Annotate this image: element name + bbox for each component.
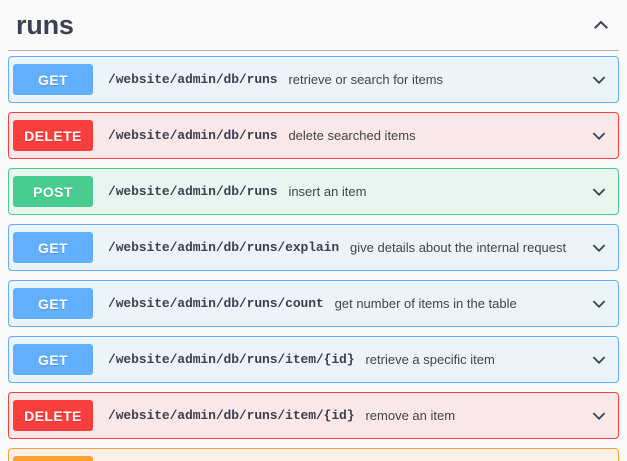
endpoint-description: get number of items in the table bbox=[334, 296, 517, 311]
endpoint-path: /website/admin/db/runs bbox=[108, 184, 278, 199]
endpoint-description: give details about the internal request bbox=[350, 240, 567, 255]
http-method-badge: GET bbox=[13, 344, 93, 375]
http-method-badge: GET bbox=[13, 64, 93, 95]
endpoint-path: /website/admin/db/runs/count bbox=[108, 296, 324, 311]
chevron-down-icon[interactable] bbox=[588, 69, 610, 91]
tag-header-runs[interactable]: runs bbox=[8, 0, 619, 51]
operation-row-get-4[interactable]: GET /website/admin/db/runs/count get num… bbox=[8, 280, 619, 327]
operation-row-delete-1[interactable]: DELETE /website/admin/db/runs delete sea… bbox=[8, 112, 619, 159]
endpoint-description: retrieve a specific item bbox=[365, 352, 495, 367]
endpoint-path: /website/admin/db/runs/item/{id} bbox=[108, 408, 355, 423]
http-method-badge: POST bbox=[13, 176, 93, 207]
section-collapse-button[interactable] bbox=[589, 13, 613, 37]
endpoint-path: /website/admin/db/runs bbox=[108, 72, 278, 87]
endpoint-description: delete searched items bbox=[288, 128, 416, 143]
operation-list: GET /website/admin/db/runs retrieve or s… bbox=[0, 56, 627, 461]
chevron-down-icon[interactable] bbox=[588, 293, 610, 315]
chevron-down-icon[interactable] bbox=[588, 125, 610, 147]
operation-row-get-0[interactable]: GET /website/admin/db/runs retrieve or s… bbox=[8, 56, 619, 103]
operation-row-delete-6[interactable]: DELETE /website/admin/db/runs/item/{id} … bbox=[8, 392, 619, 439]
page-title: runs bbox=[16, 9, 74, 40]
chevron-down-icon[interactable] bbox=[588, 181, 610, 203]
chevron-down-icon[interactable] bbox=[588, 349, 610, 371]
endpoint-path: /website/admin/db/runs bbox=[108, 128, 278, 143]
operation-row-get-3[interactable]: GET /website/admin/db/runs/explain give … bbox=[8, 224, 619, 271]
http-method-badge bbox=[13, 456, 93, 461]
http-method-badge: DELETE bbox=[13, 120, 93, 151]
operation-row-post-2[interactable]: POST /website/admin/db/runs insert an it… bbox=[8, 168, 619, 215]
endpoint-description: remove an item bbox=[365, 408, 456, 423]
endpoint-description: insert an item bbox=[288, 184, 367, 199]
chevron-up-icon bbox=[591, 15, 611, 35]
endpoint-path: /website/admin/db/runs/explain bbox=[108, 240, 340, 255]
operation-row-get-5[interactable]: GET /website/admin/db/runs/item/{id} ret… bbox=[8, 336, 619, 383]
chevron-down-icon[interactable] bbox=[588, 237, 610, 259]
http-method-badge: GET bbox=[13, 232, 93, 263]
operation-row-put-7[interactable] bbox=[8, 448, 619, 461]
endpoint-description: retrieve or search for items bbox=[288, 72, 444, 87]
http-method-badge: DELETE bbox=[13, 400, 93, 431]
http-method-badge: GET bbox=[13, 288, 93, 319]
chevron-down-icon[interactable] bbox=[588, 405, 610, 427]
endpoint-path: /website/admin/db/runs/item/{id} bbox=[108, 352, 355, 367]
